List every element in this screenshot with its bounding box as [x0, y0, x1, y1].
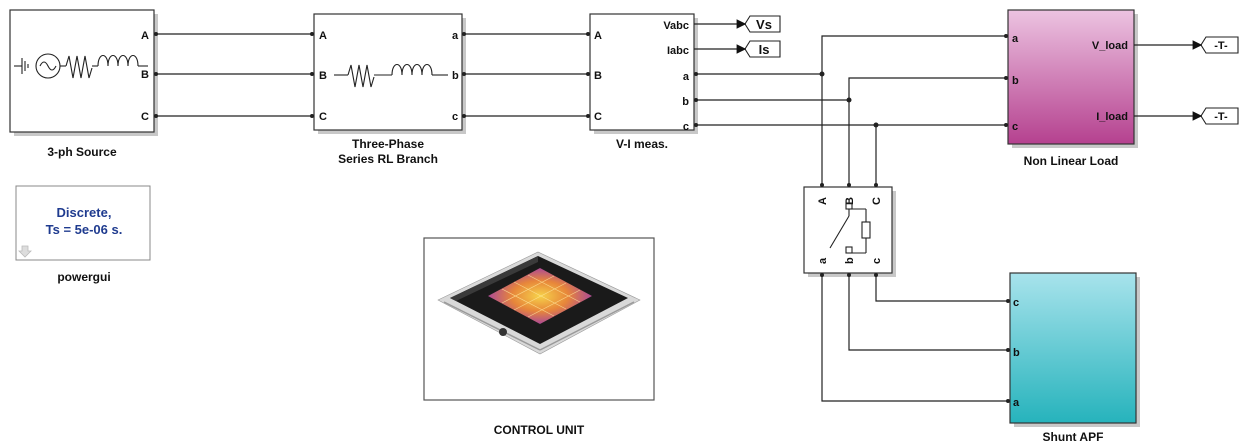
goto-is-tag[interactable]: Is [744, 40, 781, 58]
powergui-ts: Ts = 5e-06 s. [46, 222, 123, 237]
load-port-c: c [1012, 121, 1018, 133]
rl-caption-line1: Three-Phase [352, 137, 424, 151]
goto-is-label: Is [759, 42, 770, 57]
vi-out-b: b [682, 96, 689, 108]
apf-port-b: b [1013, 347, 1020, 359]
breaker-port-C: C [871, 197, 883, 205]
powergui-block[interactable]: Discrete, Ts = 5e-06 s. powergui [15, 185, 151, 284]
load-out-vload: V_load [1092, 40, 1128, 52]
wires [154, 19, 1203, 402]
breaker-switch-icon [829, 202, 871, 254]
vi-out-a: a [683, 71, 690, 83]
shunt-apf-block[interactable]: c b a Shunt APF [1009, 272, 1140, 442]
source-port-a: A [141, 30, 149, 42]
goto-vs-tag[interactable]: Vs [744, 15, 781, 33]
goto-t1-label: -T- [1214, 40, 1228, 52]
down-arrow-icon [18, 245, 32, 258]
goto-t-tag-2[interactable]: -T- [1200, 107, 1239, 125]
load-caption: Non Linear Load [1024, 154, 1119, 168]
source-symbol-icon [14, 53, 148, 79]
rl-branch-block[interactable]: A B C a b c Three-Phase Series RL Branch [313, 13, 466, 166]
vi-meas-block[interactable]: A B C Vabc Iabc a b c V-I meas. [589, 13, 698, 151]
vi-in-port-c: C [594, 111, 602, 123]
goto-t2-label: -T- [1214, 111, 1228, 123]
source-block[interactable]: A B C 3-ph Source [9, 9, 158, 159]
breaker-port-c: c [871, 258, 883, 264]
breaker-port-A: A [817, 197, 829, 205]
load-port-b: b [1012, 75, 1019, 87]
rl-caption-line2: Series RL Branch [338, 152, 438, 166]
vi-caption: V-I meas. [616, 137, 668, 151]
rl-out-port-a: a [452, 30, 459, 42]
rl-in-port-b: B [319, 70, 327, 82]
rl-in-port-c: C [319, 111, 327, 123]
control-unit-caption: CONTROL UNIT [494, 423, 585, 437]
vi-in-port-a: A [594, 30, 602, 42]
powergui-caption: powergui [57, 270, 110, 284]
source-caption: 3-ph Source [47, 145, 117, 159]
apf-port-a: a [1013, 397, 1020, 409]
breaker-block[interactable]: A B C a b c [803, 186, 896, 277]
load-out-iload: I_load [1096, 111, 1128, 123]
goto-t-tag-1[interactable]: -T- [1200, 36, 1239, 54]
apf-port-c: c [1013, 297, 1019, 309]
breaker-port-b: b [844, 257, 856, 264]
junction-dots [154, 32, 1010, 403]
rl-out-port-b: b [452, 70, 459, 82]
load-port-a: a [1012, 33, 1019, 45]
goto-vs-label: Vs [756, 17, 772, 32]
rl-out-port-c: c [452, 111, 458, 123]
control-unit-block[interactable]: CONTROL UNIT [423, 237, 655, 437]
nonlinear-load-block[interactable]: a b c V_load I_load Non Linear Load [1007, 9, 1138, 168]
source-port-b: B [141, 69, 149, 81]
powergui-mode: Discrete, [57, 205, 112, 220]
vi-out-iabc: Iabc [667, 45, 689, 57]
apf-caption: Shunt APF [1043, 430, 1104, 442]
vi-out-c: c [683, 121, 689, 133]
source-port-c: C [141, 111, 149, 123]
rl-symbol-icon [334, 63, 448, 88]
rl-in-port-a: A [319, 30, 327, 42]
vi-out-vabc: Vabc [663, 20, 689, 32]
breaker-port-B: B [844, 197, 856, 205]
breaker-port-a: a [817, 257, 829, 264]
vi-in-port-b: B [594, 70, 602, 82]
microchip-icon [437, 251, 641, 355]
